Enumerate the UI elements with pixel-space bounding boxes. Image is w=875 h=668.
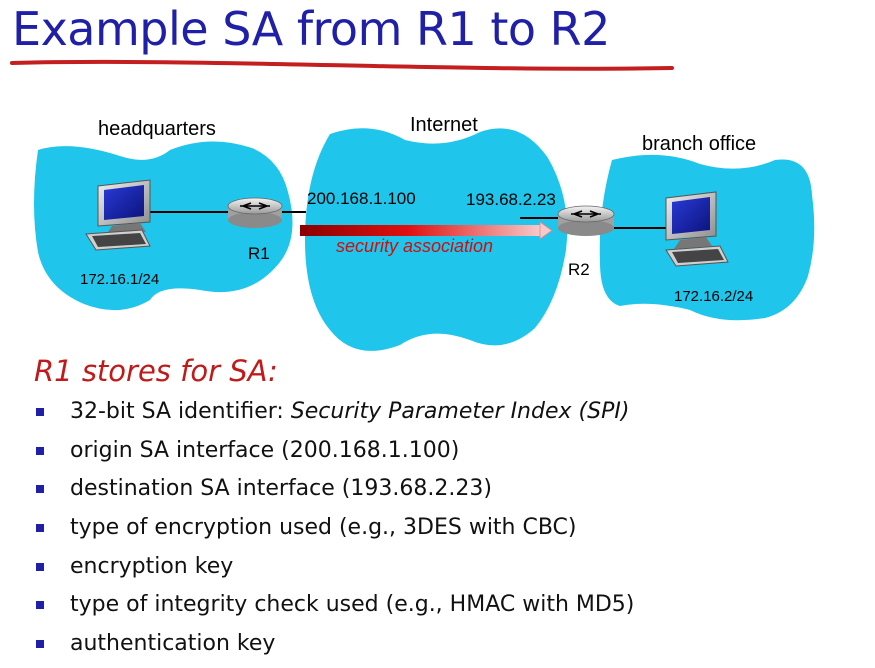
bullet-icon: [36, 562, 44, 571]
sa-arrow: [300, 221, 553, 240]
list-item: authentication key: [34, 629, 634, 668]
branch-computer-icon: [665, 191, 729, 267]
list-item-text: destination SA interface (193.68.2.23): [70, 476, 492, 502]
headquarters-cloud: [34, 141, 293, 311]
r2-label: R2: [568, 260, 590, 279]
list-item: 32-bit SA identifier: Security Parameter…: [34, 397, 634, 436]
branch-office-label: branch office: [642, 133, 757, 155]
bullet-icon: [36, 408, 44, 416]
title-underline: [10, 59, 674, 71]
list-item: origin SA interface (200.168.1.100): [34, 436, 634, 475]
router-r1: [227, 197, 283, 228]
list-item-text: origin SA interface (200.168.1.100): [70, 437, 460, 463]
branch-subnet-address: 172.16.2/24: [674, 288, 754, 305]
hq-subnet-address: 172.16.1/24: [80, 271, 160, 288]
bullet-icon: [36, 524, 44, 533]
list-item-text: authentication key: [70, 631, 276, 657]
internet-cloud: [305, 128, 568, 351]
list-item-text: type of integrity check used (e.g., HMAC…: [70, 592, 635, 618]
list-item: type of encryption used (e.g., 3DES with…: [34, 513, 634, 552]
r1-label: R1: [248, 244, 270, 263]
list-item: destination SA interface (193.68.2.23): [34, 474, 634, 513]
list-item-italic-text: Security Parameter Index (SPI): [290, 399, 630, 424]
bullet-icon: [36, 485, 44, 494]
headquarters-label: headquarters: [98, 118, 216, 140]
bullet-icon: [36, 446, 44, 455]
r1-interface-address: 200.168.1.100: [307, 189, 416, 208]
list-item-text: type of encryption used (e.g., 3DES with…: [70, 515, 577, 541]
security-association-label: security association: [336, 236, 494, 256]
branch-cloud: [599, 154, 815, 321]
r2-interface-address: 193.68.2.23: [466, 190, 556, 209]
internet-label: Internet: [410, 114, 478, 136]
bullet-icon: [36, 640, 44, 649]
hq-computer-icon: [85, 179, 151, 251]
list-item-text: encryption key: [70, 553, 234, 579]
router-r2: [557, 205, 615, 236]
sa-fields-list: 32-bit SA identifier: Security Parameter…: [34, 397, 634, 668]
bullet-icon: [36, 601, 44, 610]
list-item: type of integrity check used (e.g., HMAC…: [34, 590, 634, 629]
list-item-text: 32-bit SA identifier:: [70, 399, 291, 424]
slide-title: Example SA from R1 to R2: [12, 2, 610, 56]
stores-heading: R1 stores for SA:: [34, 354, 278, 388]
list-item: encryption key: [34, 552, 634, 591]
